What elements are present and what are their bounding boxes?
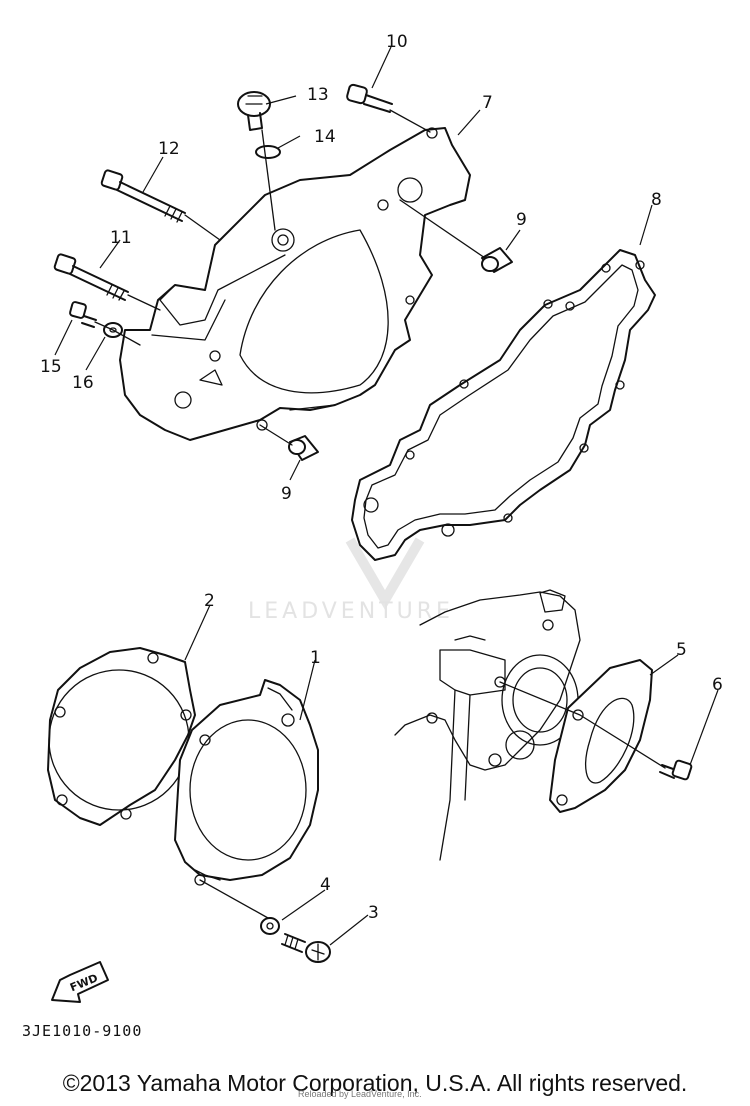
part-9-dowel-pin-upper — [481, 247, 513, 273]
reseller-note: Reloaded by LeadVenture, Inc. — [298, 1089, 422, 1099]
part-4-washer — [260, 917, 280, 935]
part-13-filler-plug — [237, 91, 271, 131]
callout-9-lower: 9 — [281, 484, 292, 504]
callout-8: 8 — [651, 190, 662, 210]
callout-4: 4 — [320, 875, 331, 895]
copyright-notice: ©2013 Yamaha Motor Corporation, U.S.A. A… — [62, 1070, 688, 1096]
callout-15: 15 — [40, 357, 62, 377]
part-1-cover — [174, 679, 319, 886]
callout-2: 2 — [204, 591, 215, 611]
callout-1: 1 — [310, 648, 321, 668]
leader-lines — [54, 46, 719, 946]
part-5-cover — [549, 659, 653, 813]
callout-10: 10 — [386, 32, 408, 52]
callout-12: 12 — [158, 139, 180, 159]
part-8-gasket — [351, 249, 656, 561]
callout-5: 5 — [676, 640, 687, 660]
part-code: 3JE1010-9100 — [22, 1022, 143, 1040]
part-15-bolt — [69, 301, 97, 328]
callout-7: 7 — [482, 93, 493, 113]
part-9-dowel-pin-lower — [288, 435, 319, 461]
exploded-parts-diagram: LEADVENTURE — [40, 32, 723, 1003]
watermark: LEADVENTURE — [248, 537, 454, 624]
part-2-gasket — [47, 647, 196, 826]
callout-13: 13 — [307, 85, 329, 105]
watermark-text: LEADVENTURE — [248, 599, 454, 624]
part-10-bolt — [346, 83, 393, 113]
part-7-crankcase-cover — [119, 127, 471, 441]
part-3-bolt — [281, 933, 331, 963]
callout-6: 6 — [712, 675, 723, 695]
callout-9-upper: 9 — [516, 210, 527, 230]
callout-11: 11 — [110, 228, 132, 248]
part-12-long-bolt — [100, 169, 186, 223]
callout-labels: 10 13 14 7 12 11 8 9 15 16 9 2 1 5 6 4 3 — [40, 32, 723, 923]
fwd-arrow: FWD — [51, 961, 109, 1003]
crankcase-section — [394, 589, 581, 861]
callout-16: 16 — [72, 373, 94, 393]
part-6-bolt — [659, 759, 693, 781]
callout-3: 3 — [368, 903, 379, 923]
part-11-bolt — [53, 253, 129, 301]
part-14-o-ring — [255, 145, 281, 159]
callout-14: 14 — [314, 127, 336, 147]
